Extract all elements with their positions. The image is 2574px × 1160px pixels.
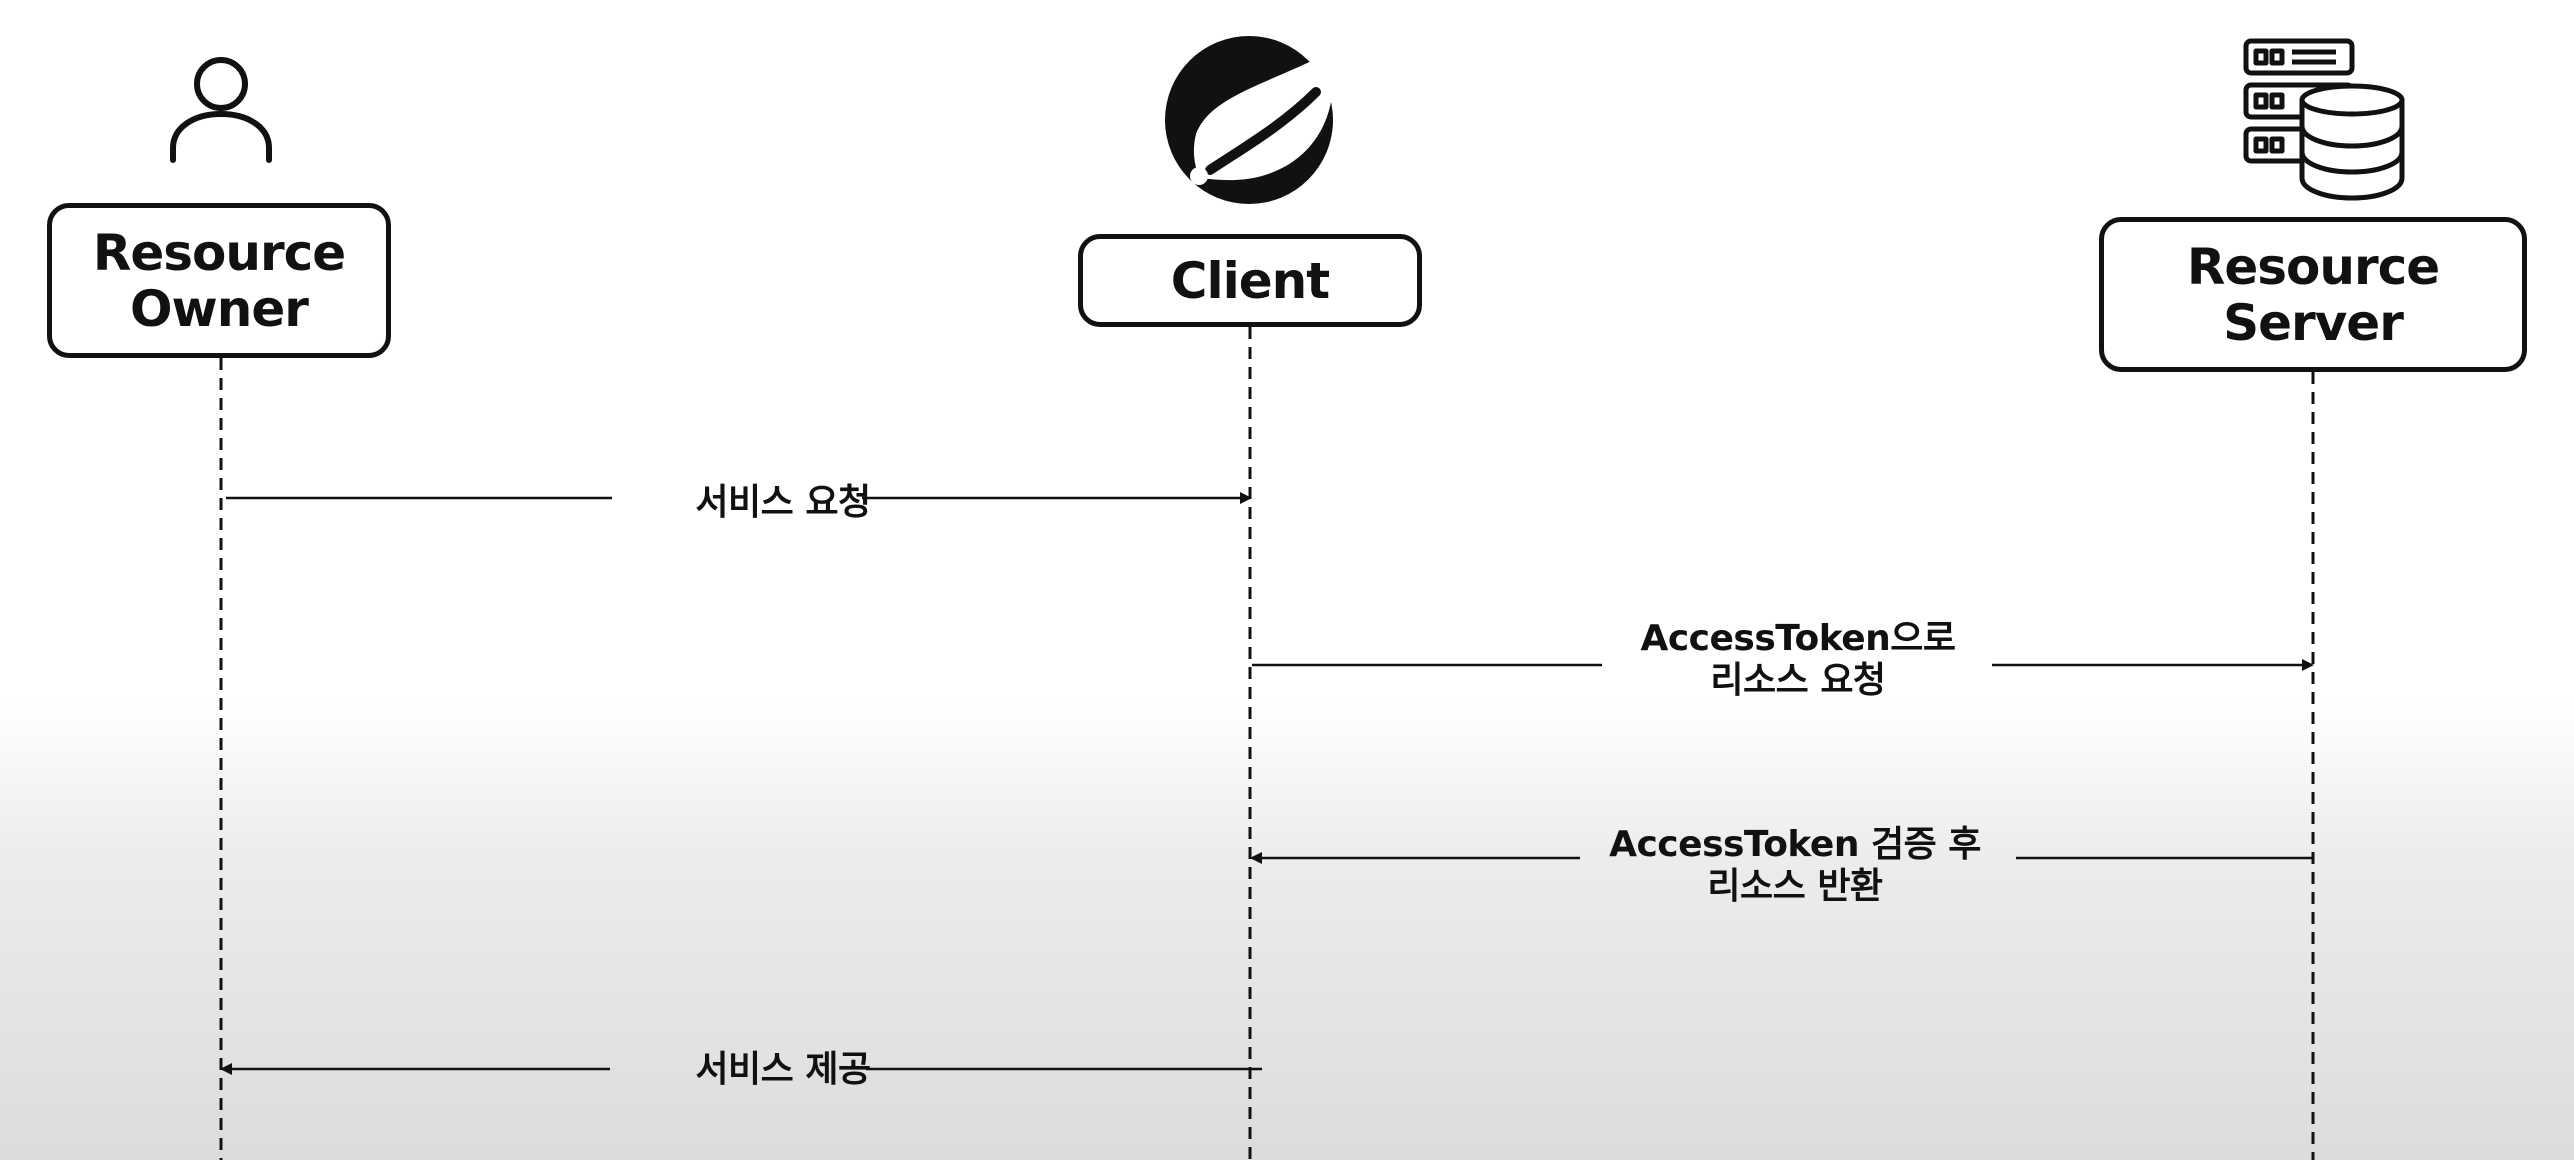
- message-label-resource-return: AccessToken 검증 후 리소스 반환: [1609, 824, 1981, 907]
- person-icon: [170, 57, 272, 163]
- spring-leaf-logo-icon: [1165, 36, 1334, 204]
- resource-owner-label: Resource Owner: [92, 223, 346, 338]
- resource-owner-box: Resource Owner: [47, 203, 391, 358]
- message-label-service-request: 서비스 요청: [695, 482, 871, 523]
- client-label: Client: [1170, 251, 1330, 310]
- message-label-resource-request: AccessToken으로 리소스 요청: [1640, 618, 1956, 701]
- client-box: Client: [1078, 234, 1422, 327]
- server-database-icon: [2243, 38, 2405, 201]
- resource-server-label: Resource Server: [2186, 237, 2440, 352]
- resource-server-box: Resource Server: [2099, 217, 2527, 372]
- message-label-service-provide: 서비스 제공: [695, 1049, 871, 1090]
